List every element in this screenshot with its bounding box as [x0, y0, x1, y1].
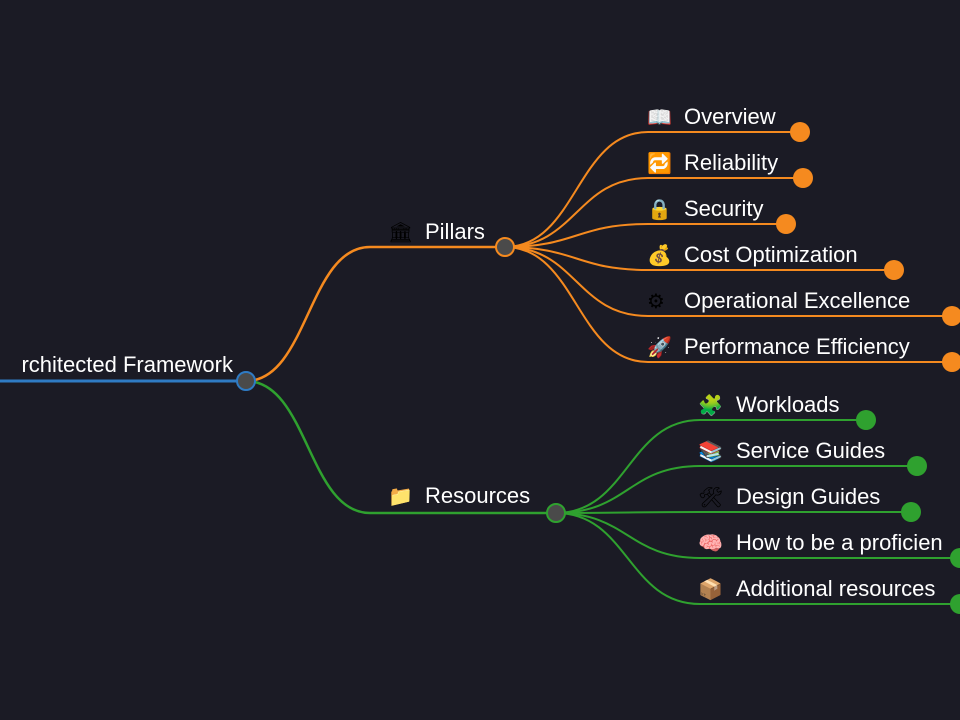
pillars-branch-label[interactable]: Pillars	[425, 219, 485, 244]
child-end-dot[interactable]	[942, 306, 960, 326]
child-link	[555, 512, 701, 559]
pillars-collapse-toggle[interactable]	[495, 237, 515, 257]
child-link	[555, 511, 701, 514]
child-link	[504, 223, 649, 248]
child-node-label[interactable]: How to be a proficien	[736, 530, 943, 555]
hammer-wrench-icon: 🛠	[698, 485, 723, 509]
child-end-dot[interactable]	[776, 214, 796, 234]
child-end-dot[interactable]	[790, 122, 810, 142]
child-link	[504, 131, 649, 248]
resources-collapse-toggle[interactable]	[546, 503, 566, 523]
child-link	[504, 246, 649, 271]
pillars-branch-link	[245, 245, 371, 383]
classical-building-icon: 🏛	[388, 220, 413, 244]
child-node-label[interactable]: Security	[684, 196, 763, 221]
resources-branch-link	[245, 379, 371, 515]
money-bag-icon: 💰	[647, 243, 672, 267]
open-book-icon: 📖	[647, 105, 672, 129]
root-collapse-toggle[interactable]	[236, 371, 256, 391]
child-end-dot[interactable]	[884, 260, 904, 280]
child-link	[504, 177, 649, 248]
padlock-icon: 🔒	[647, 197, 672, 221]
repeat-arrows-icon: 🔁	[647, 151, 672, 175]
folder-icon: 📁	[388, 484, 413, 508]
child-end-dot[interactable]	[950, 548, 960, 568]
child-end-dot[interactable]	[950, 594, 960, 614]
child-link	[555, 512, 701, 605]
child-end-dot[interactable]	[856, 410, 876, 430]
child-end-dot[interactable]	[901, 502, 921, 522]
child-node-label[interactable]: Performance Efficiency	[684, 334, 910, 359]
child-end-dot[interactable]	[942, 352, 960, 372]
child-link	[555, 465, 701, 514]
resources-branch-label[interactable]: Resources	[425, 483, 530, 508]
child-node-label[interactable]: Operational Excellence	[684, 288, 910, 313]
rocket-icon: 🚀	[647, 335, 672, 359]
child-node-label[interactable]: Additional resources	[736, 576, 935, 601]
child-node-label[interactable]: Reliability	[684, 150, 778, 175]
gear-icon: ⚙	[647, 289, 665, 313]
child-node-label[interactable]: Service Guides	[736, 438, 885, 463]
child-end-dot[interactable]	[793, 168, 813, 188]
package-icon: 📦	[698, 577, 723, 601]
child-node-label[interactable]: Workloads	[736, 392, 840, 417]
child-end-dot[interactable]	[907, 456, 927, 476]
child-node-label[interactable]: Cost Optimization	[684, 242, 858, 267]
mindmap-links	[0, 131, 960, 605]
puzzle-piece-icon: 🧩	[698, 393, 723, 417]
child-link	[504, 246, 649, 363]
root-label: rchitected Framework	[21, 352, 234, 377]
mindmap-nodes: rchitected Framework 🏛 Pillars 📖 Overview 🔁 Re…	[21, 104, 960, 614]
books-icon: 📚	[698, 439, 723, 463]
brain-icon: 🧠	[698, 531, 723, 555]
child-node-label[interactable]: Overview	[684, 104, 776, 129]
child-node-label[interactable]: Design Guides	[736, 484, 880, 509]
child-link	[504, 246, 649, 317]
child-link	[555, 419, 701, 514]
